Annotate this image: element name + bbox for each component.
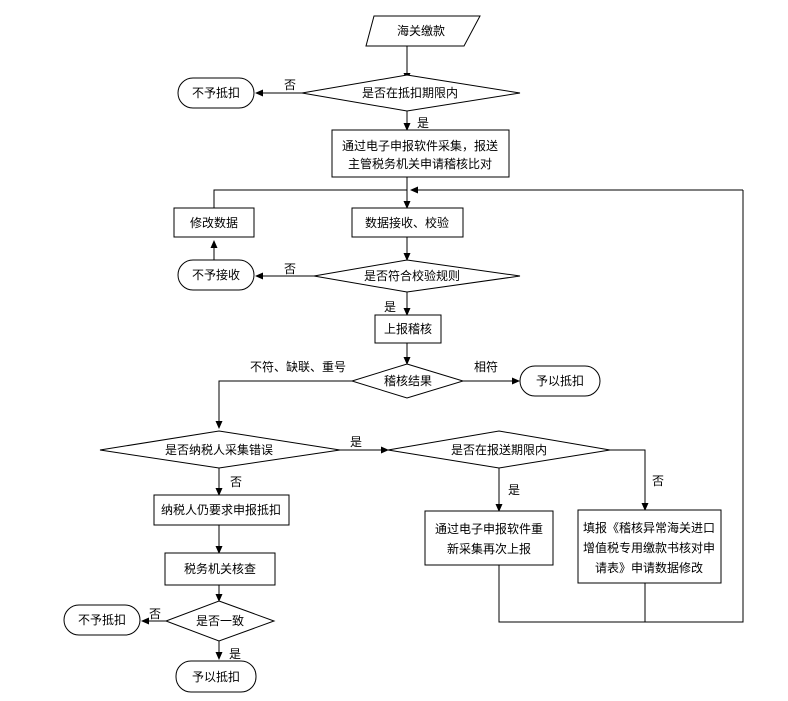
- edge-label-rules-yes: 是: [384, 300, 396, 314]
- node-no-deduct-2-label: 不予抵扣: [78, 613, 126, 627]
- node-no-receive: 不予接收: [177, 259, 255, 291]
- decision-consistent-label: 是否一致: [196, 614, 244, 628]
- edge-modify-to-loop: [213, 189, 407, 208]
- edge-label-consistent-no: 否: [149, 607, 161, 621]
- node-fill-form-line2: 增值税专用缴款书核对申: [583, 540, 715, 555]
- edge-label-consistent-yes: 是: [229, 647, 241, 661]
- edge-recollect-loop: [498, 190, 744, 623]
- edge-label-report-period-no: 否: [652, 474, 664, 488]
- node-no-deduct-1-label: 不予抵扣: [192, 86, 240, 100]
- node-start-label: 海关缴款: [397, 23, 445, 38]
- edge-label-rules-no: 否: [284, 262, 296, 276]
- edge-result-mismatch: [215, 380, 352, 429]
- node-recollect-line1: 通过电子申报软件重: [435, 521, 543, 536]
- decision-taxpayer-error-label: 是否纳税人采集错误: [165, 442, 273, 457]
- edge-label-period-no: 否: [284, 78, 296, 92]
- edge-label-mismatch: 不符、缺联、重号: [250, 359, 346, 374]
- node-grant-deduct-2-label: 予以抵扣: [192, 670, 240, 684]
- edge-label-match: 相符: [474, 359, 498, 374]
- decision-within-period-label: 是否在抵扣期限内: [362, 86, 458, 100]
- node-no-deduct-1: 不予抵扣: [177, 77, 255, 109]
- node-recollect-line2: 新采集再次上报: [447, 541, 531, 556]
- edge-report-period-no: [610, 449, 649, 511]
- decision-within-report-period: 是否在报送期限内: [387, 430, 611, 469]
- decision-within-report-period-label: 是否在报送期限内: [451, 442, 547, 457]
- node-modify-data-label: 修改数据: [190, 215, 238, 230]
- node-modify-data: 修改数据: [173, 207, 255, 238]
- node-collect-report: 通过电子申报软件采集，报送 主管税务机关申请稽核比对: [331, 129, 510, 178]
- node-grant-deduct-1: 予以抵扣: [519, 365, 601, 397]
- node-start: 海关缴款: [365, 15, 481, 47]
- decision-within-period: 是否在抵扣期限内: [301, 74, 521, 112]
- connectors: [141, 45, 744, 660]
- node-grant-deduct-2: 予以抵扣: [175, 660, 257, 693]
- node-report-audit: 上报稽核: [374, 314, 442, 344]
- node-collect-report-line1: 通过电子申报软件采集，报送: [342, 138, 498, 153]
- edge-label-error-yes: 是: [350, 435, 362, 449]
- decision-meet-rules: 是否符合校验规则: [313, 259, 521, 293]
- edge-labels: 否 是 否 是 不符、缺联、重号 相符 是 否 是 否 否 是: [149, 78, 664, 661]
- node-receive-check-label: 数据接收、校验: [365, 215, 449, 230]
- node-grant-deduct-1-label: 予以抵扣: [536, 374, 584, 388]
- node-no-deduct-2: 不予抵扣: [63, 604, 141, 636]
- node-collect-report-line2: 主管税务机关申请稽核比对: [348, 156, 492, 171]
- decision-consistent: 是否一致: [164, 600, 276, 642]
- node-report-audit-label: 上报稽核: [384, 321, 432, 336]
- node-fill-form-line1: 填报《稽核异常海关进口: [583, 520, 715, 535]
- node-fill-form-line3: 请表》申请数据修改: [595, 560, 703, 575]
- edge-label-error-no: 否: [230, 475, 242, 489]
- node-tax-review-label: 税务机关核查: [184, 561, 256, 576]
- node-taxpayer-request: 纳税人仍要求申报抵扣: [153, 494, 290, 526]
- node-tax-review: 税务机关核查: [164, 552, 276, 586]
- decision-audit-result: 稽核结果: [350, 363, 465, 399]
- node-receive-check: 数据接收、校验: [351, 207, 464, 238]
- node-fill-form: 填报《稽核异常海关进口 增值税专用缴款书核对申 请表》申请数据修改: [577, 509, 722, 584]
- decision-meet-rules-label: 是否符合校验规则: [364, 268, 460, 283]
- edge-label-period-yes: 是: [417, 116, 429, 130]
- node-taxpayer-request-label: 纳税人仍要求申报抵扣: [161, 502, 281, 517]
- edge-label-report-period-yes: 是: [508, 483, 520, 497]
- node-recollect: 通过电子申报软件重 新采集再次上报: [424, 510, 554, 566]
- decision-taxpayer-error: 是否纳税人采集错误: [99, 430, 341, 469]
- node-no-receive-label: 不予接收: [192, 267, 240, 282]
- decision-audit-result-label: 稽核结果: [384, 373, 432, 388]
